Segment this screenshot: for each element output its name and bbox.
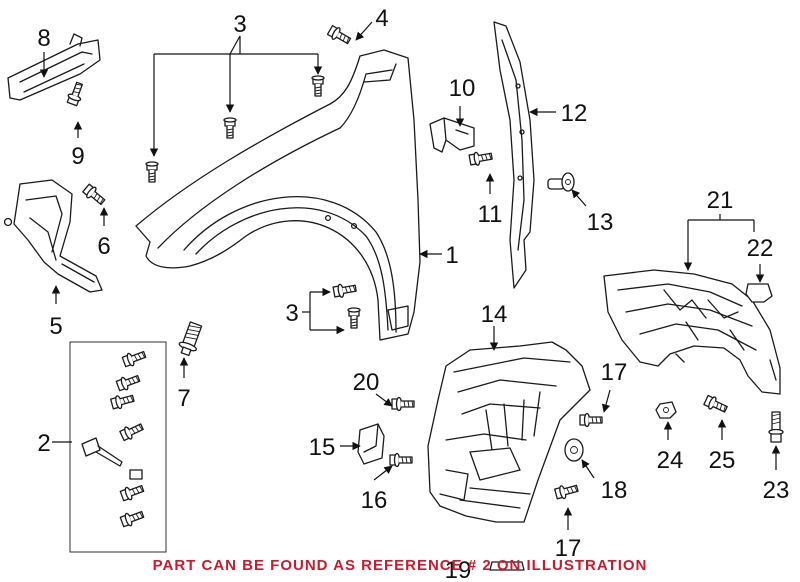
callout-4: 4 [375, 5, 388, 32]
bolt-part-4 [326, 23, 353, 48]
callout-9: 9 [71, 143, 84, 170]
callout-17-upper: 17 [601, 359, 628, 386]
callout-24: 24 [657, 447, 684, 474]
bolt-part-11 [468, 149, 494, 168]
callout-21: 21 [707, 187, 734, 214]
callout-22: 22 [747, 235, 774, 262]
callout-14: 14 [481, 301, 508, 328]
callout-2: 2 [37, 430, 50, 457]
callout-3-lower: 3 [285, 300, 298, 327]
callout-23: 23 [763, 477, 790, 504]
bolt-part-6 [81, 182, 108, 208]
bolt-part-17-lower [553, 481, 580, 501]
bolt-part-23 [768, 411, 784, 443]
callout-12: 12 [561, 100, 588, 127]
callout-1: 1 [445, 242, 458, 269]
callout-5: 5 [49, 313, 62, 340]
nut-part-22 [745, 283, 773, 303]
callout-25: 25 [709, 447, 736, 474]
callout-10: 10 [449, 75, 476, 102]
bracket-part-8 [7, 33, 101, 101]
bolt-part-25 [702, 393, 730, 416]
fender-part-1 [135, 49, 421, 341]
hardware-kit-frame [69, 341, 167, 553]
nut-part-24 [655, 401, 677, 419]
callout-13: 13 [587, 209, 614, 236]
callout-7: 7 [177, 385, 190, 412]
nut-part-18 [564, 438, 584, 462]
bracket-part-5 [3, 179, 103, 293]
callout-8: 8 [37, 25, 50, 52]
callout-11: 11 [478, 201, 503, 228]
bolt-part-7 [178, 321, 203, 357]
callout-16: 16 [361, 487, 388, 514]
bracket-part-15 [357, 423, 385, 465]
bolt-part-17-upper [579, 412, 603, 428]
callout-17-lower: 17 [555, 535, 582, 562]
callout-19: 19 [445, 557, 472, 582]
hardware-kit-part-2 [81, 347, 148, 529]
clip-part-19 [489, 561, 525, 571]
callout-18: 18 [601, 477, 628, 504]
reference-note: PART CAN BE FOUND AS REFERENCE # 2 ON IL… [152, 557, 648, 574]
bracket-part-10 [429, 117, 475, 153]
wheel-liner-part-14 [427, 341, 591, 523]
callout-6: 6 [97, 233, 110, 260]
wheel-liner-part-21 [603, 269, 781, 395]
seal-strip-part-12 [493, 21, 535, 289]
bolt-part-20 [391, 396, 415, 412]
bolts-part-3-lower [332, 281, 361, 329]
callout-15: 15 [309, 434, 336, 461]
bolt-part-16 [389, 452, 413, 468]
callout-20: 20 [353, 369, 380, 396]
callout-3-top: 3 [233, 11, 246, 38]
clip-part-13 [547, 172, 575, 192]
bolt-part-9 [65, 80, 87, 107]
